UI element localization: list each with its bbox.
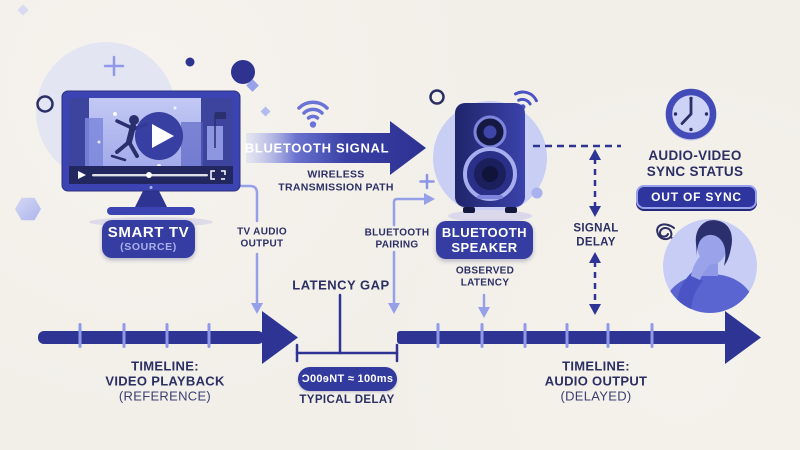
video-timeline-line2: VIDEO PLAYBACK — [105, 373, 225, 389]
smart-tv-illustration — [61, 90, 241, 227]
smart-tv-badge: SMART TV (SOURCE) — [102, 220, 195, 258]
wireless-path-label: WIRELESS TRANSMISSION PATH — [278, 169, 394, 194]
av-sync-title-line2: SYNC STATUS — [646, 164, 744, 179]
dot-shape — [185, 57, 195, 67]
tv-audio-output-label: TV AUDIO OUTPUT — [237, 227, 287, 250]
observed-line2: LATENCY — [460, 277, 510, 288]
person-sleeve — [676, 272, 703, 313]
tv-audio-line2: OUTPUT — [240, 238, 284, 249]
latency-gap-bracket — [295, 293, 399, 363]
video-timeline-line3: (REFERENCE) — [118, 388, 212, 404]
fullscreen-icon — [210, 170, 226, 180]
signal-delay-line1: SIGNAL — [573, 222, 619, 235]
ring-shape — [429, 89, 445, 105]
smart-tv-badge-title: SMART TV — [107, 224, 190, 241]
video-timeline-line1: TIMELINE: — [131, 358, 199, 374]
signal-delay-line2: DELAY — [576, 236, 616, 248]
audio-timeline-line3: (DELAYED) — [560, 388, 632, 404]
typical-delay-label: TYPICAL DELAY — [299, 394, 395, 406]
observed-latency-label: OBSERVED LATENCY — [456, 266, 514, 289]
bluetooth-signal-label: BLUETOOTH SIGNAL — [244, 140, 390, 156]
speaker-tweeter — [473, 115, 507, 149]
speaker-woofer — [463, 147, 517, 201]
sync-status-badge: OUT OF SYNC — [636, 185, 757, 209]
audio-timeline-line1: TIMELINE: — [562, 358, 630, 374]
bluetooth-pairing-label: BLUETOOTH PAIRING — [365, 228, 430, 251]
observed-line1: OBSERVED — [455, 265, 515, 277]
av-sync-title: AUDIO-VIDEO SYNC STATUS — [647, 148, 744, 180]
balloon-shape — [231, 60, 255, 84]
observed-latency-arrow — [478, 293, 490, 318]
signal-delay-label: SIGNAL DELAY — [573, 223, 618, 250]
bluetooth-speaker-badge: BLUETOOTH SPEAKER — [436, 221, 533, 259]
av-sync-title-line1: AUDIO-VIDEO — [648, 148, 742, 163]
person-hand — [691, 251, 715, 280]
audio-timeline-line2: AUDIO OUTPUT — [544, 373, 648, 389]
tv-audio-line1: TV AUDIO — [237, 226, 287, 238]
audio-timeline-label: TIMELINE: AUDIO OUTPUT (DELAYED) — [545, 359, 648, 404]
tv-audio-output-connector — [234, 184, 263, 314]
signal-delay-arrows — [533, 144, 621, 315]
wireless-path-line2: TRANSMISSION PATH — [278, 181, 394, 193]
player-control-bar — [69, 166, 233, 184]
video-timeline-label: TIMELINE: VIDEO PLAYBACK (REFERENCE) — [105, 359, 224, 404]
speaker-badge-line1: BLUETOOTH — [441, 225, 528, 240]
speaker-badge-line2: SPEAKER — [451, 240, 518, 255]
sparkle-icon — [103, 55, 125, 77]
bluetooth-signal-arrow — [246, 121, 426, 175]
hexagon-shape — [15, 197, 41, 221]
diamond-shape — [17, 4, 29, 16]
latency-gap-label: LATENCY GAP — [292, 277, 390, 293]
video-timeline-arrow — [38, 311, 298, 364]
pairing-line1: BLUETOOTH — [364, 227, 430, 239]
ring-shape — [36, 95, 54, 113]
plus-icon — [419, 173, 435, 190]
bluetooth-pairing-connector — [388, 193, 435, 314]
ball-shape — [531, 187, 543, 199]
diamond-shape — [260, 106, 271, 117]
annoyed-person-illustration — [656, 219, 757, 313]
audio-timeline-arrow — [397, 311, 761, 364]
delay-value-badge: Ɔ00ɘNT ≈ 100ms — [298, 367, 397, 391]
diamond-shape — [246, 79, 259, 92]
speaker-slot — [477, 195, 503, 199]
pairing-line2: PAIRING — [375, 239, 419, 250]
bluetooth-speaker-illustration — [448, 90, 538, 222]
clock-icon — [665, 88, 717, 141]
person-hair — [695, 220, 732, 266]
wireless-path-line1: WIRELESS — [307, 168, 365, 181]
wifi-signal-icon — [297, 100, 329, 128]
smart-tv-badge-subtitle: (SOURCE) — [120, 241, 177, 253]
